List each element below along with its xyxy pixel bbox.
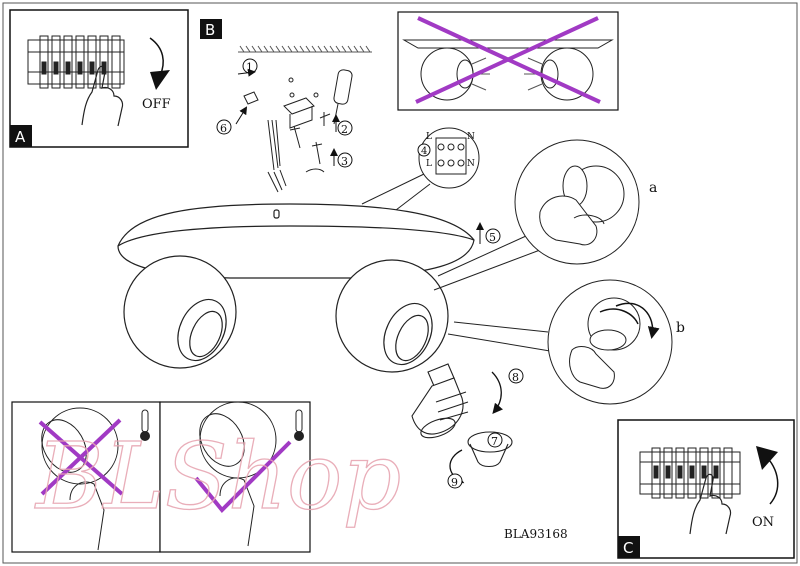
svg-text:7: 7 xyxy=(491,435,498,448)
detail-b-label: b xyxy=(676,320,685,336)
ceiling-luminaire xyxy=(118,204,474,372)
svg-text:2: 2 xyxy=(341,123,348,136)
step-3-marker: 3 xyxy=(338,153,352,168)
model-number: BLA93168 xyxy=(504,527,568,541)
warning-panel-top xyxy=(398,12,618,110)
svg-text:3: 3 xyxy=(341,155,348,168)
terminal-n-top: N xyxy=(467,132,475,142)
panel-c-label: C xyxy=(623,539,633,557)
svg-text:4: 4 xyxy=(421,146,427,157)
ceiling-hatch xyxy=(238,46,372,52)
svg-text:6: 6 xyxy=(220,122,227,135)
rotate-bulb-arrow-icon xyxy=(492,372,501,412)
step-9-marker: 9 xyxy=(448,474,462,489)
panel-b: B 1 6 xyxy=(200,19,372,192)
watermark-text: BLShop xyxy=(34,423,401,530)
mounting-hardware xyxy=(244,78,330,192)
svg-text:8: 8 xyxy=(512,371,519,384)
svg-text:9: 9 xyxy=(451,476,458,489)
detail-a-label: a xyxy=(649,180,657,196)
step-5-marker: 5 xyxy=(486,229,500,244)
terminal-n-bottom: N xyxy=(467,159,475,169)
switch-off-text: OFF xyxy=(142,97,171,112)
terminal-block-callout: L L N N 4 xyxy=(362,128,479,210)
panel-a-label: A xyxy=(15,128,26,146)
step-6-marker: 6 xyxy=(217,120,231,135)
panel-b-label: B xyxy=(205,21,215,39)
detail-b-callout xyxy=(448,280,672,404)
switch-on-text: ON xyxy=(752,515,774,530)
step-1-marker: 1 xyxy=(243,59,257,74)
svg-text:5: 5 xyxy=(489,231,496,244)
screwdriver-icon xyxy=(333,69,353,124)
terminal-l-top: L xyxy=(426,132,432,142)
step-8-marker: 8 xyxy=(509,369,523,384)
step-2-marker: 2 xyxy=(338,121,352,136)
gu10-bulb-icon xyxy=(412,364,468,442)
panel-c: C ON xyxy=(618,420,794,558)
terminal-l-bottom: L xyxy=(426,159,432,169)
panel-a: A OFF xyxy=(10,10,188,147)
